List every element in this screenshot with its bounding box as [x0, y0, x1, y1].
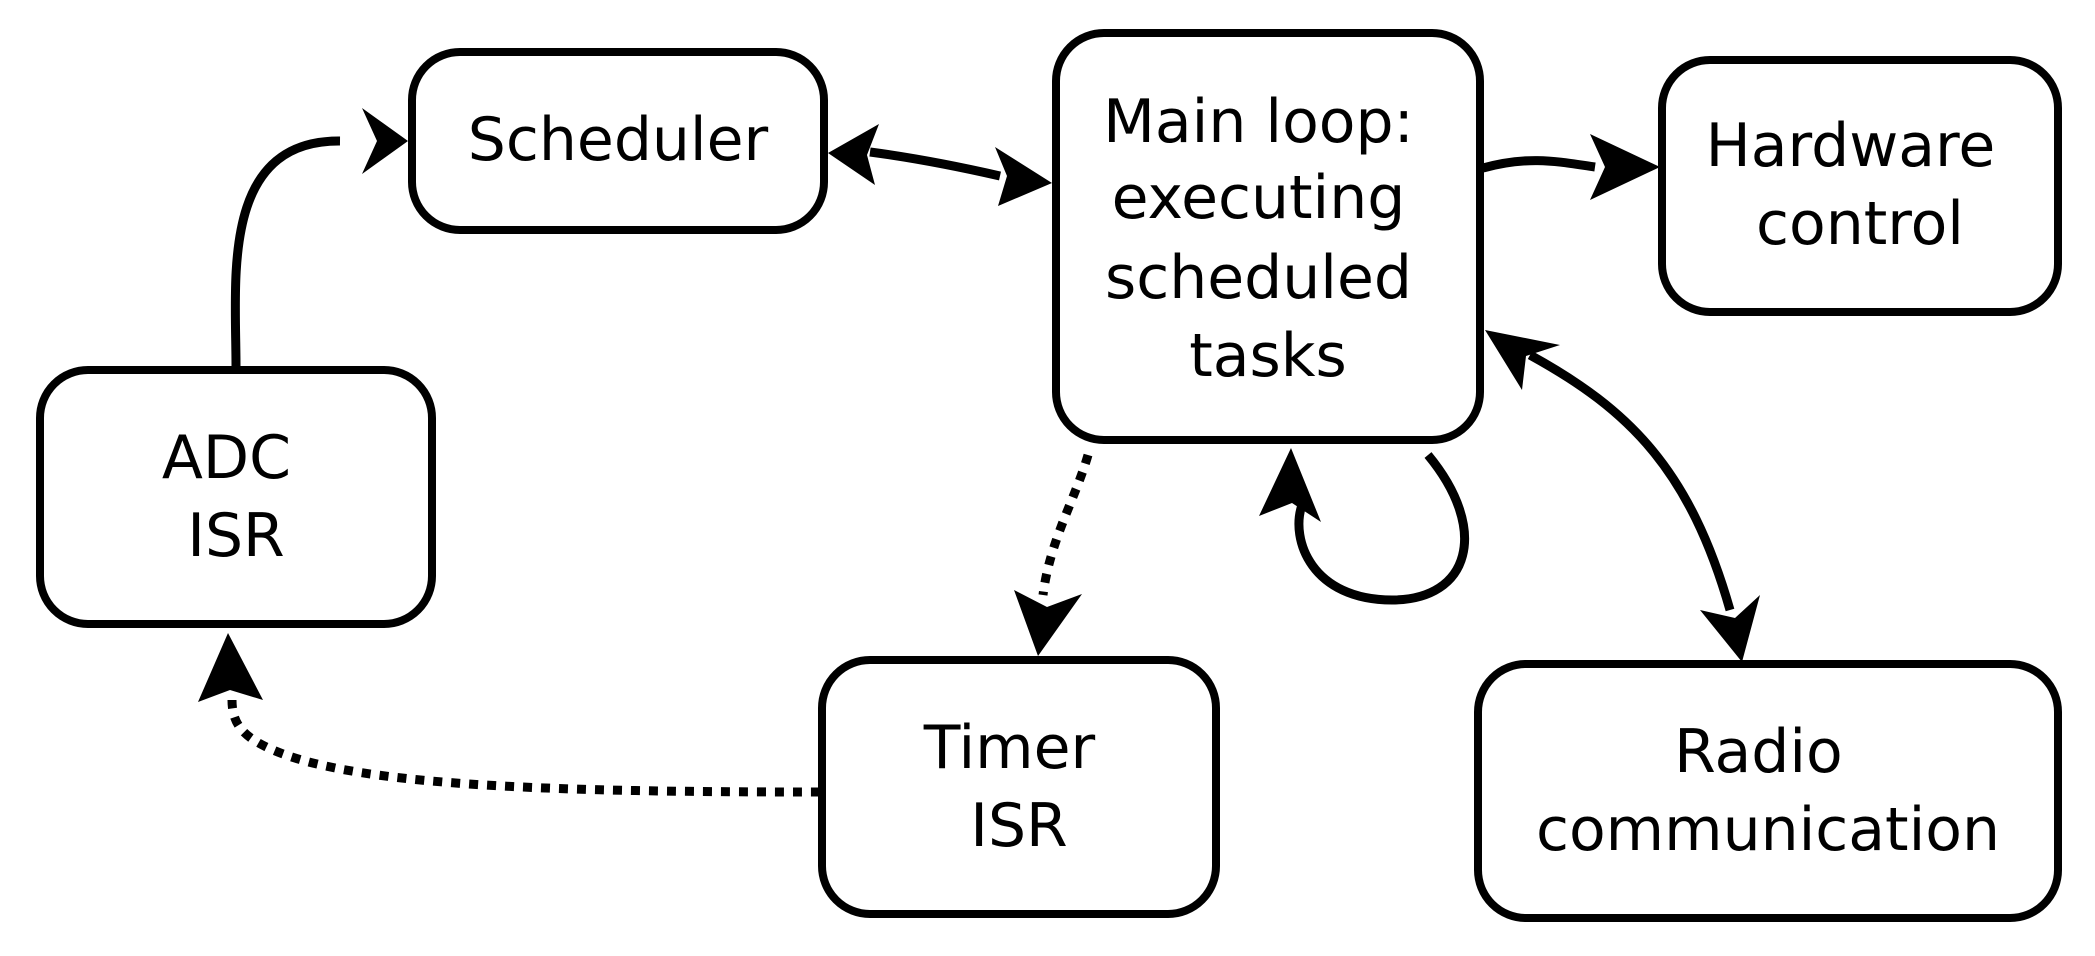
arrowhead-radio-in — [1700, 595, 1760, 662]
arrowhead-timer-in — [1014, 590, 1082, 656]
node-adc-isr-line-1: ADC — [162, 423, 291, 493]
arrowhead-hardware-in — [1590, 134, 1660, 200]
node-main-loop-line-4: tasks — [1189, 321, 1347, 391]
arrowhead-main-self-loop — [1259, 448, 1321, 522]
arrowhead-main-from-scheduler — [995, 147, 1052, 206]
node-scheduler: Scheduler — [408, 48, 828, 234]
node-radio-communication-line-1: Radio — [1674, 717, 1843, 787]
node-hardware-control-line-2: control — [1756, 189, 1964, 259]
node-hardware-control-line-1: Hardware — [1706, 111, 1996, 181]
svg-text:Timer ISR: Timer ISR — [923, 713, 1115, 861]
node-radio-communication-line-2: communication — [1536, 795, 2000, 865]
edge-main-self-loop — [1294, 452, 1469, 605]
arrowhead-scheduler-in — [362, 108, 408, 174]
svg-text:Scheduler: Scheduler — [468, 105, 769, 175]
arrowhead-main-from-radio — [1485, 330, 1560, 390]
node-adc-isr: ADC ISR — [36, 366, 436, 628]
edge-adc-to-scheduler — [230, 136, 341, 367]
arrowhead-scheduler-end — [828, 124, 879, 185]
node-timer-isr-line-2: ISR — [970, 791, 1067, 861]
arrowhead-adc-in — [198, 633, 263, 702]
node-main-loop-line-3: scheduled — [1105, 243, 1412, 313]
svg-text:Radio communication: Radio communication — [1536, 717, 2000, 865]
node-main-loop-line-2: executing — [1112, 163, 1406, 233]
svg-text:Hardware control: Hardware control — [1706, 111, 2015, 259]
node-main-loop: Main loop: executing scheduled tasks — [1052, 29, 1484, 444]
node-timer-isr-line-1: Timer — [923, 713, 1096, 783]
svg-text:ADC ISR: ADC ISR — [162, 423, 310, 571]
node-hardware-control: Hardware control — [1658, 56, 2062, 316]
node-adc-isr-line-2: ISR — [187, 501, 284, 571]
node-scheduler-line: Scheduler — [468, 105, 769, 175]
edge-timer-to-adc — [227, 699, 821, 797]
edge-scheduler-main — [869, 147, 1002, 181]
edge-main-radio — [1527, 351, 1735, 612]
node-main-loop-line-1: Main loop: — [1103, 87, 1414, 157]
svg-text:Main loop: executing: Main loop: executing scheduled tasks — [1103, 87, 1433, 391]
edge-main-to-timer — [1038, 453, 1093, 596]
node-timer-isr: Timer ISR — [818, 656, 1220, 918]
node-radio-communication: Radio communication — [1474, 660, 2062, 922]
edge-main-to-hardware — [1481, 156, 1596, 173]
